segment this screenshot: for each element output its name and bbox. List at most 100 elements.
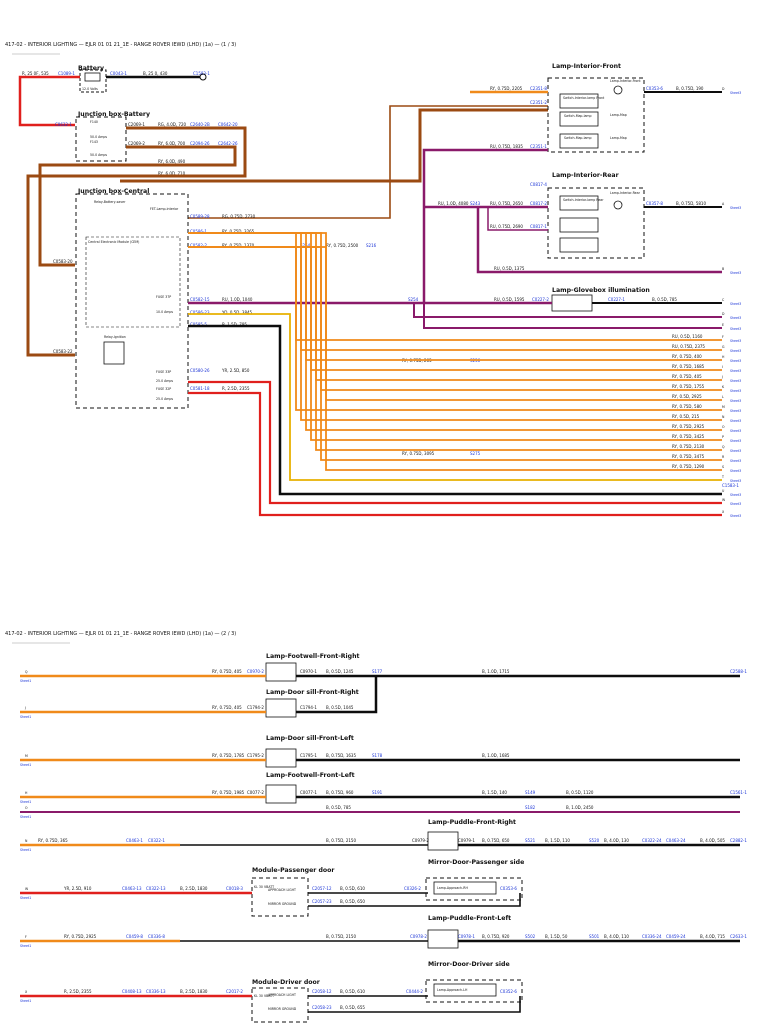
orange-fan-label: RY, 0.75D, 3475 <box>672 454 705 459</box>
mod-drv-c1: C0408-13 <box>122 989 142 994</box>
fw-left-w-in: RY, 0.75D, 1985 <box>212 790 245 795</box>
jb-battery-f2: 50.0 Amps <box>90 153 107 157</box>
page2-edge-letter: X <box>25 990 28 994</box>
mod-drv-kl: KL 30 VBATT <box>254 994 274 998</box>
puddle-left-lamp <box>427 929 459 949</box>
fw-right-w-in: RY, 0.75D, 405 <box>212 669 242 674</box>
lamp-front-map2: Lamp-Map <box>610 136 627 140</box>
page2-edge-letter: W <box>25 887 29 891</box>
page1-edge-sheet: Sheet3 <box>730 514 741 518</box>
orange-fan-wire <box>188 232 722 441</box>
mod-pass-w-mid: B, 2.5D, 1830 <box>180 886 208 891</box>
jb-central-f54a: 10.0 Amps <box>156 310 173 314</box>
jb-battery-box <box>75 116 127 162</box>
ds-right-c-in: C1794-2 <box>247 705 264 710</box>
orange-fan-wire <box>188 232 722 361</box>
jb-battery-c1: C2069-1 <box>128 122 145 127</box>
page1-edge-sheet: Sheet3 <box>730 469 741 473</box>
mod-drv-w-in: R, 2.5D, 2355 <box>64 989 92 994</box>
glovebox-w-in: RU, 0.5D, 1595 <box>494 297 525 302</box>
fw-left-w4: B, 0.5D, 785 <box>326 805 351 810</box>
ds-left-c-in: C1795-2 <box>247 753 264 758</box>
page2-edge-sheet: Sheet1 <box>20 999 31 1003</box>
switch-interior-front <box>559 93 599 109</box>
page1-edge-sheet: Sheet3 <box>730 359 741 363</box>
mod-drv-l2: MIRROR GROUND <box>268 1007 297 1011</box>
page2-edge-sheet: Sheet1 <box>20 715 31 719</box>
page1-edge-letter: L <box>722 395 724 399</box>
ds-left-w-out: B, 0.75D, 1635 <box>326 753 356 758</box>
puddle-left-c2: C0336-8 <box>148 934 165 939</box>
fw-left-c-out: C0077-1 <box>300 790 317 795</box>
glovebox-title: Lamp-Glovebox illumination <box>552 287 650 294</box>
puddle-right-title: Lamp-Puddle-Front-Right <box>428 819 516 826</box>
lamp-rear-lamp-int: Lamp-Interior-Rear <box>610 191 641 195</box>
jb-wire-conn: C0581-18 <box>190 386 210 391</box>
mod-pass-l1: APPROACH LIGHT <box>268 888 296 892</box>
jb-central-relay-batt: Relay-Battery-saver <box>94 200 126 204</box>
orange-fan-wire <box>188 232 722 381</box>
jb-central-cem: Central Electronic Module (CEM) <box>88 240 139 244</box>
page1-edge-sheet: Sheet3 <box>730 349 741 353</box>
page1-edge-sheet: Sheet3 <box>730 459 741 463</box>
ds-right-w-in: RY, 0.75D, 405 <box>212 705 242 710</box>
glovebox-w-out: B, 0.5D, 785 <box>652 297 677 302</box>
puddle-left-w-mid: B, 0.75D, 2150 <box>326 934 356 939</box>
purple-branch-e <box>413 303 722 318</box>
battery-title: Battery <box>78 65 104 72</box>
battery-volts: 12.0 Volts <box>82 87 98 91</box>
jb-battery-w2d: C2642-26 <box>218 141 238 146</box>
switch-map-2 <box>559 133 599 149</box>
page1-edge-sheet: Sheet3 <box>730 271 741 275</box>
mod-pass-c2: C0322-13 <box>146 886 166 891</box>
puddle-left-s2: S501 <box>589 934 600 939</box>
cem-box <box>85 236 181 328</box>
puddle-right-c4: C0463-24 <box>666 838 686 843</box>
purple-map-wire <box>487 207 548 231</box>
puddle-right-c-out: C0979-1 <box>458 838 475 843</box>
brown-feed-wire-2 <box>38 145 237 267</box>
fw-right-c-in: C0970-2 <box>247 669 264 674</box>
jb-battery-f2-label: F143 <box>90 140 98 144</box>
page1-edge-letter: C <box>722 298 725 302</box>
fw-left-c-in: C0077-2 <box>247 790 264 795</box>
ds-right-c-out: C1794-1 <box>300 705 317 710</box>
lamp-rear-w-out: B, 0.75D, 5810 <box>676 201 706 206</box>
page1-edge-letter: W <box>722 498 726 502</box>
fw-left-w5: B, 1.0D, 2450 <box>566 805 594 810</box>
lamp-front-sw-lamp: Switch-Interior-lamp Front <box>563 96 605 100</box>
fw-right-w-out: B, 0.5D, 1245 <box>326 669 354 674</box>
puddle-left-c4: C0459-24 <box>666 934 686 939</box>
puddle-left-w-out: B, 0.75D, 920 <box>482 934 510 939</box>
puddle-left-w2: B, 1.5D, 50 <box>545 934 568 939</box>
battery-conn-out: C0043-1 <box>110 71 127 76</box>
mirror-drv-title: Mirror-Door-Driver side <box>428 961 510 968</box>
lamp-rear-s: S243 <box>470 201 481 206</box>
page1-edge-letter: X <box>722 510 725 514</box>
jb-battery-w1c: C2640-2B <box>190 122 210 127</box>
jb-wire-conn: C0585-5 <box>190 322 207 327</box>
page1-edge-letter: B <box>722 267 724 271</box>
jb-central-f54: FUSE 37P <box>156 295 171 299</box>
puddle-right-w-mid: B, 0.75D, 2150 <box>326 838 356 843</box>
battery-conn-in: C1089-1 <box>58 71 75 76</box>
page1-edge-sheet: Sheet3 <box>730 449 741 453</box>
puddle-left-c1: C0459-8 <box>126 934 143 939</box>
mirror-drv-c-out: C0352-6 <box>500 989 517 994</box>
lamp-front-title: Lamp-Interior-Front <box>552 63 621 70</box>
fw-left-splice: S191 <box>372 790 383 795</box>
page1-edge-sheet: Sheet3 <box>730 493 741 497</box>
fw-left-w-out: B, 0.75D, 960 <box>326 790 354 795</box>
mod-pass-w-in: YR, 2.5D, 910 <box>63 886 92 891</box>
switch-map-rear-1 <box>559 217 599 233</box>
puddle-right-c-in: C0979-2 <box>412 838 429 843</box>
jb-central-title: Junction box-Central <box>77 188 149 195</box>
lamp-front-w-in: RY, 0.75D, 2205 <box>490 86 523 91</box>
lamp-front-box <box>547 77 645 153</box>
jb-wire-conn: C0589-28 <box>190 214 210 219</box>
page1-edge-letter: M <box>722 405 725 409</box>
page1-edge-letter: K <box>722 385 725 389</box>
